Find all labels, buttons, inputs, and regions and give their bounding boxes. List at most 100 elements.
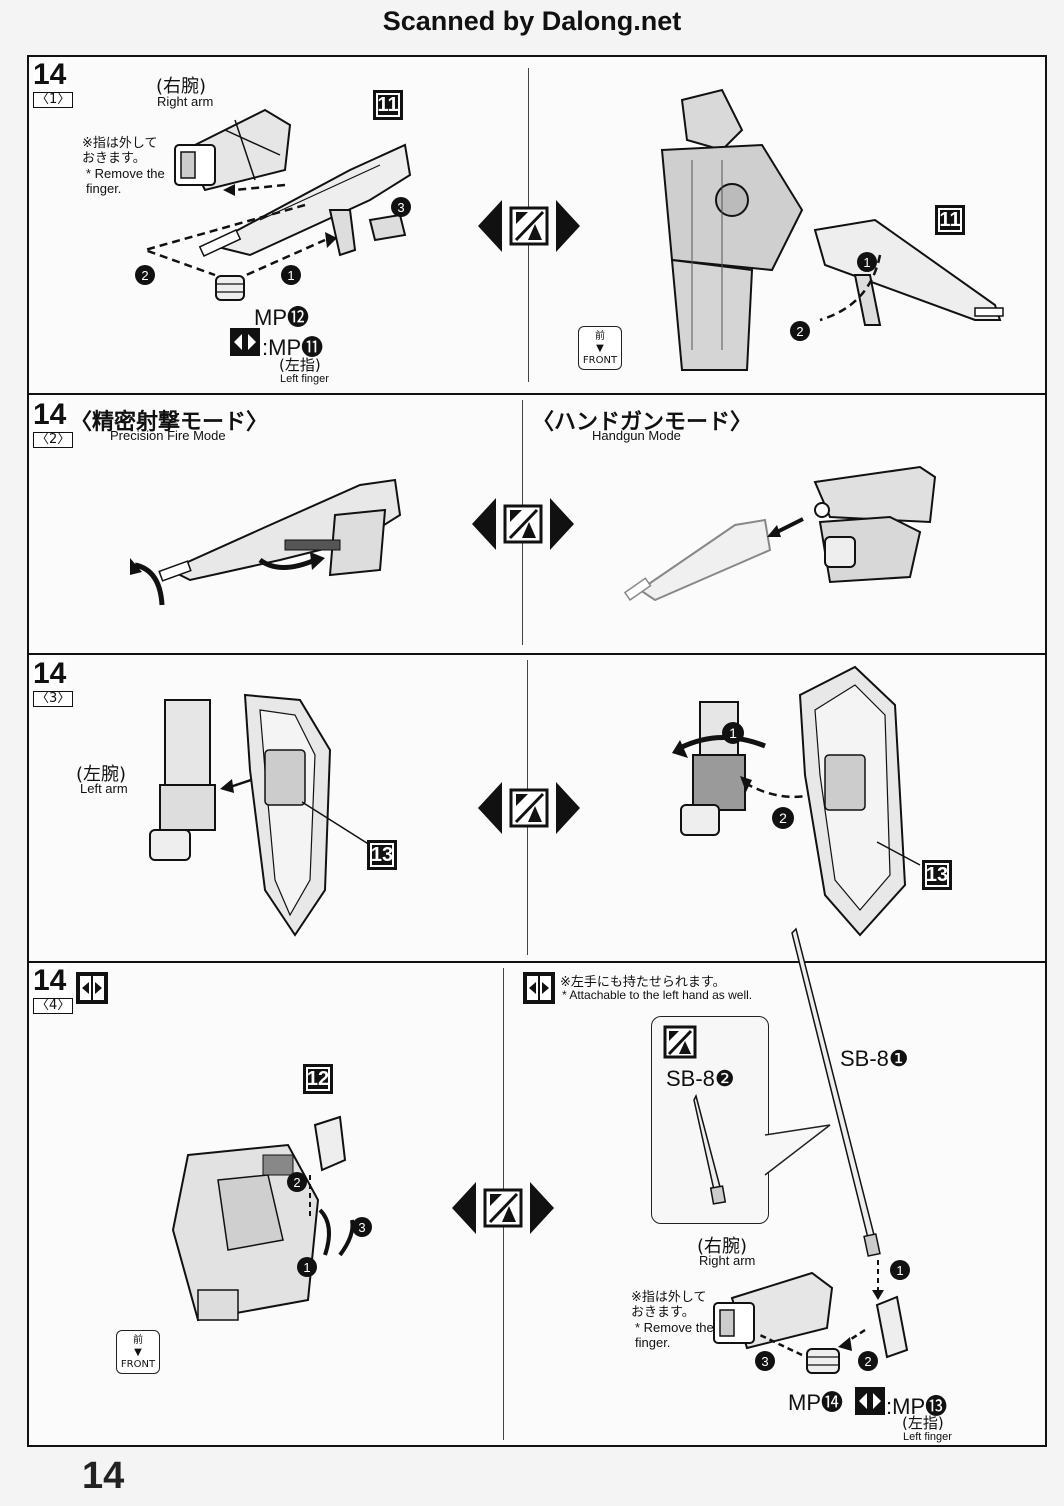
transform-arrow-icon: [478, 782, 580, 834]
handgun-mode-illustration: [813, 465, 937, 584]
arm-label-en: Right arm: [157, 94, 214, 109]
left-arm-illustration: [680, 701, 746, 836]
assembly-arrows: 1 2 3: [755, 1260, 910, 1371]
front-label-en: FRONT: [120, 1359, 156, 1370]
part-number-box: 11: [935, 205, 965, 235]
svg-text:3: 3: [397, 200, 404, 215]
finger-label-en: Left finger: [903, 1431, 952, 1443]
front-label-jp: 前: [595, 331, 605, 342]
part-number-box: 13: [922, 860, 952, 890]
handgun-mode-subtitle: Handgun Mode: [592, 428, 681, 443]
step-markers: 2 1 3: [135, 197, 411, 285]
beam-rifle-illustration: [813, 218, 1004, 326]
assembly-arrows: 2 3 1: [287, 1172, 372, 1277]
svg-text:1: 1: [287, 268, 294, 283]
handgun-mode-title: 〈ハンドガンモード〉: [532, 410, 753, 435]
gundam-back-illustration: [171, 1143, 320, 1322]
divider-3: [27, 961, 1047, 963]
mp-alt-label: :MP⓭: [886, 1394, 948, 1419]
arm-label-jp: (右腕): [156, 76, 207, 97]
insert-arrow-icon: [767, 517, 804, 537]
front-arrow-icon: ▼: [596, 343, 604, 354]
finger-label-jp: (左指): [902, 1414, 944, 1432]
attach-both-icon: [523, 972, 555, 1004]
step-number: 14: [33, 964, 67, 997]
part-number-box: 11: [373, 90, 403, 120]
svg-text:1: 1: [303, 1260, 310, 1275]
svg-text:1: 1: [729, 725, 737, 741]
beam-saber-short-illustration: [693, 1093, 727, 1205]
svg-text:2: 2: [293, 1175, 300, 1190]
part-number-box: 12: [303, 1064, 333, 1094]
rotate-arrows: [130, 552, 325, 606]
saber-handle-part-illustration: [875, 1295, 909, 1359]
leader-line: [876, 841, 921, 866]
assembly-arrows: [140, 183, 337, 282]
svg-text:3: 3: [761, 1354, 768, 1369]
gundam-body-illustration: [660, 88, 804, 371]
beam-rifle-illustration: [198, 143, 412, 257]
divider-2: [27, 653, 1047, 655]
svg-text:2: 2: [864, 1354, 871, 1369]
hand-part-illustration: [215, 275, 245, 301]
transform-mode-icon: [663, 1025, 697, 1059]
shield-mount-part-illustration: [313, 1115, 347, 1172]
shield-illustration: [798, 665, 907, 937]
arm-label-en: Right arm: [699, 1253, 756, 1268]
front-label-en: FRONT: [582, 355, 618, 366]
beam-saber-long-illustration: [791, 927, 881, 1257]
sub-step-3: 〈3〉: [33, 691, 74, 707]
note-jp: ※指は外して おきます。: [631, 1290, 707, 1320]
transform-arrow-icon: [472, 498, 574, 550]
front-badge: 前 ▼ FRONT: [116, 1330, 160, 1374]
svg-text:2: 2: [779, 810, 787, 826]
left-hand-note-en: * Attachable to the left hand as well.: [562, 988, 753, 1002]
hand-part-illustration: [806, 1348, 840, 1374]
arm-label-jp: (左腕): [76, 764, 127, 785]
note-en: * Remove the finger.: [86, 166, 165, 196]
left-arm-illustration: [149, 699, 216, 861]
front-label-jp: 前: [133, 1335, 143, 1346]
swap-icon: [855, 1387, 885, 1415]
precision-mode-subtitle: Precision Fire Mode: [110, 428, 226, 443]
beam-saber-1-label: SB-8❶: [840, 1046, 909, 1071]
finger-label-jp: (左指): [279, 356, 321, 374]
mp-part-label: MP⓮: [788, 1390, 844, 1415]
transform-arrow-icon: [452, 1182, 554, 1234]
leader-line: [301, 801, 371, 846]
swap-icon: [230, 328, 260, 356]
arm-label-jp: (右腕): [697, 1236, 748, 1257]
rifle-precision-mode-illustration: [158, 478, 402, 582]
attach-both-icon: [76, 972, 108, 1004]
step-number: 14: [33, 657, 67, 690]
shield-illustration: [243, 693, 332, 937]
sub-step-2: 〈2〉: [33, 432, 74, 448]
step-number: 14: [33, 398, 67, 431]
svg-text:3: 3: [358, 1220, 365, 1235]
mp-alt-label: :MP⓫: [262, 335, 324, 360]
front-badge: 前 ▼ FRONT: [578, 326, 622, 370]
page-number: 14: [82, 1455, 125, 1497]
transform-arrow-icon: [478, 200, 580, 252]
divider-1: [27, 393, 1047, 395]
precision-mode-title: 〈精密射撃モード〉: [70, 410, 269, 435]
right-arm-illustration: [713, 1271, 834, 1350]
right-arm-illustration: [174, 108, 292, 192]
part-number-box: 13: [367, 840, 397, 870]
sub-step-4: 〈4〉: [33, 998, 74, 1014]
mp-part-label: MP⓬: [254, 305, 310, 330]
assembly-arrows: 1 2: [790, 252, 882, 341]
front-arrow-icon: ▼: [134, 1347, 142, 1358]
left-hand-note-jp: ※左手にも持たせられます。: [560, 975, 726, 990]
note-en: * Remove the finger.: [635, 1320, 714, 1350]
arm-label-en: Left arm: [80, 781, 128, 796]
finger-label-en: Left finger: [280, 373, 329, 385]
svg-text:1: 1: [896, 1263, 903, 1278]
svg-text:1: 1: [863, 255, 870, 270]
step-number: 14: [33, 58, 67, 91]
note-jp: ※指は外して おきます。: [82, 136, 158, 166]
svg-text:2: 2: [796, 324, 803, 339]
beam-saber-2-label: SB-8❷: [666, 1066, 735, 1091]
scan-credit: Scanned by Dalong.net: [382, 6, 682, 36]
assembly-arrows: 1 2: [672, 722, 831, 829]
